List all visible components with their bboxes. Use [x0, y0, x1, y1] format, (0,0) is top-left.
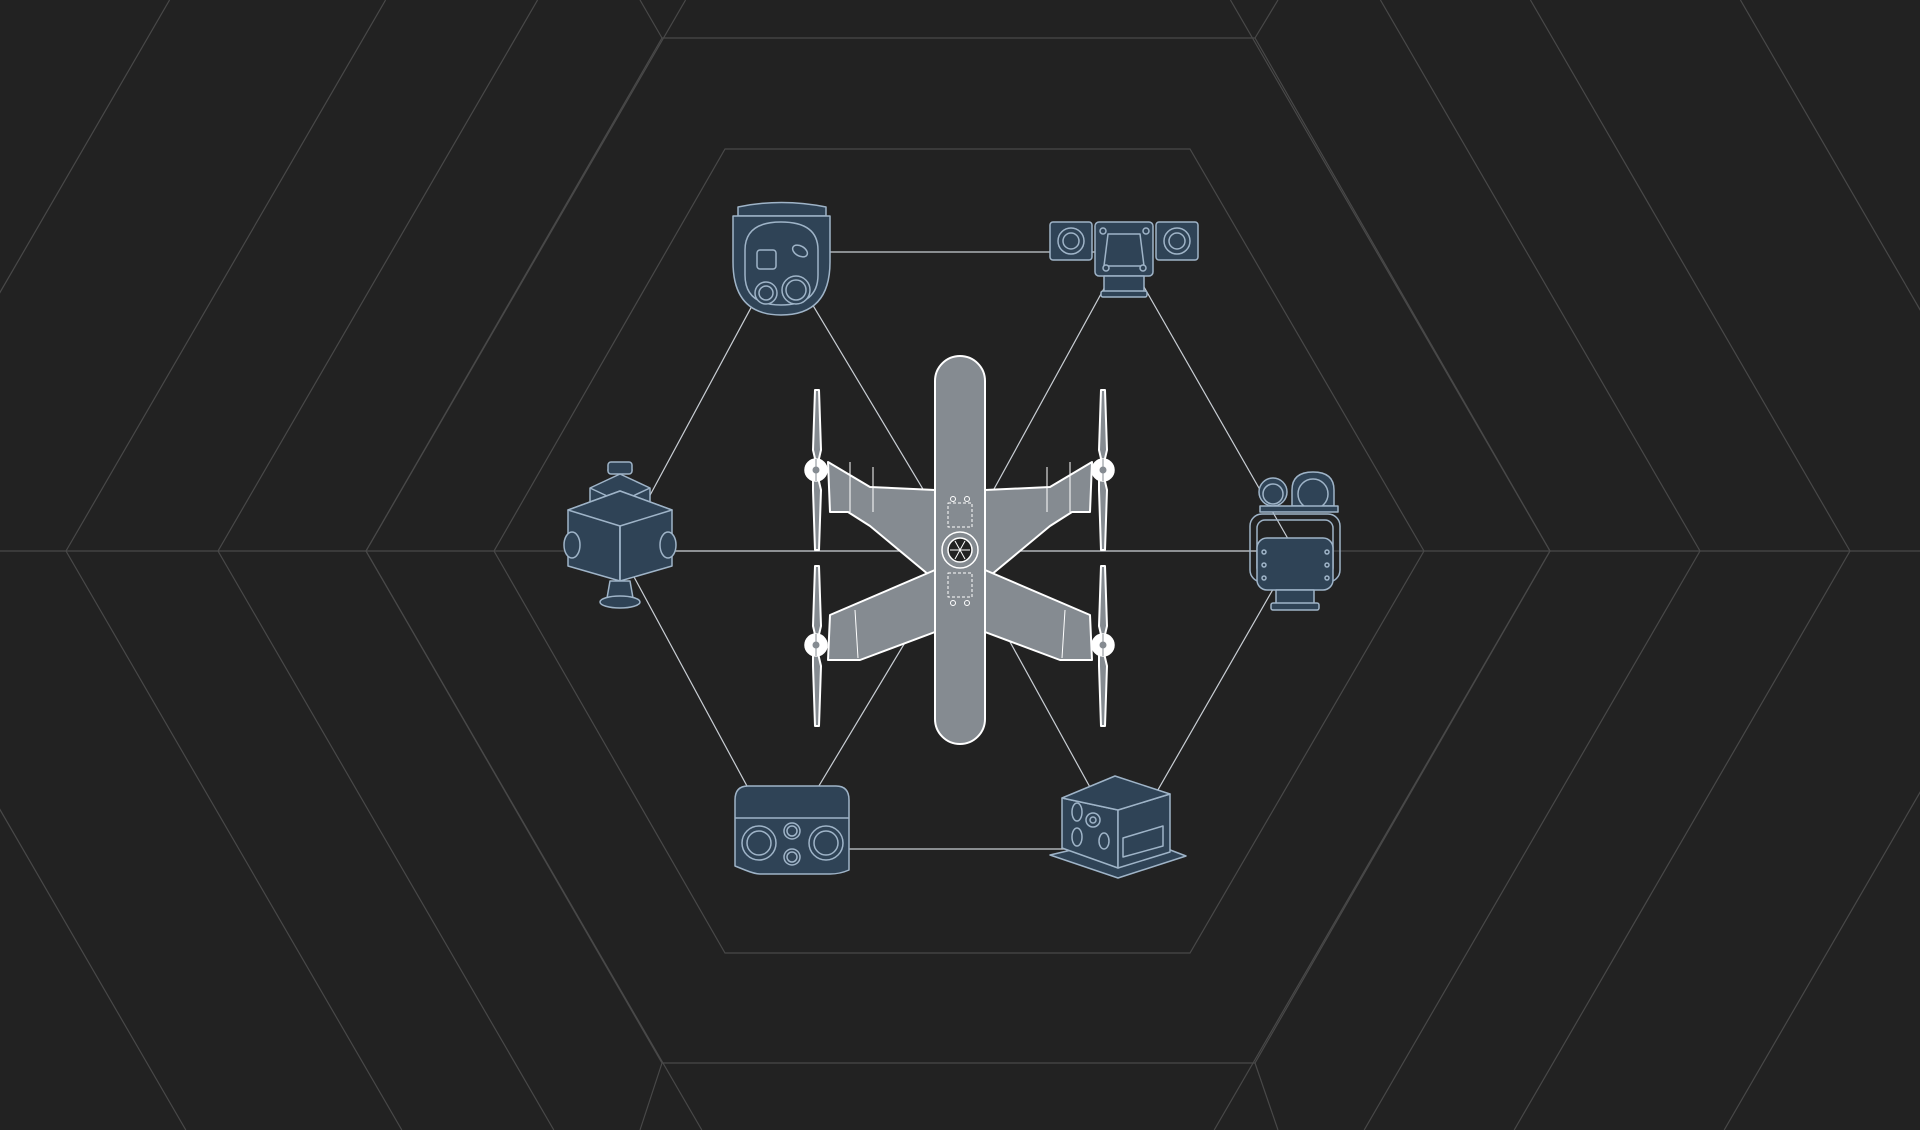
rotor-upper-right — [1091, 389, 1115, 551]
multi-lens-camera-icon — [734, 785, 850, 875]
grid-chevron — [639, 0, 1279, 39]
drone-hatch-bottom — [947, 572, 973, 598]
drone-wing-upper-left — [827, 461, 936, 581]
multi-camera-array-icon — [563, 461, 677, 609]
rotor-lower-left — [804, 565, 828, 727]
grid-chevron — [1513, 0, 1851, 1130]
drone-center-sensor-icon — [941, 531, 979, 569]
dual-sensor-pod-icon — [1049, 221, 1199, 298]
grid-chevron — [1363, 0, 1701, 1130]
pan-tilt-camera-icon — [1249, 471, 1341, 611]
drone-hatch-top — [947, 502, 973, 528]
grid-chevron — [65, 0, 403, 1130]
grid-chevron — [0, 0, 187, 1130]
grid-chevron — [217, 0, 555, 1130]
grid-chevron — [1723, 0, 1920, 1130]
grid-chevron — [639, 1062, 1279, 1130]
sensor-box-icon — [1049, 775, 1187, 879]
drone-airframe — [804, 355, 1115, 745]
rotor-lower-right — [1091, 565, 1115, 727]
gimbal-turret-icon — [732, 201, 831, 316]
drone-wing-lower-right — [984, 569, 1093, 661]
drone-wing-lower-left — [827, 569, 936, 661]
drone-wing-upper-right — [984, 461, 1093, 581]
rotor-upper-left — [804, 389, 828, 551]
